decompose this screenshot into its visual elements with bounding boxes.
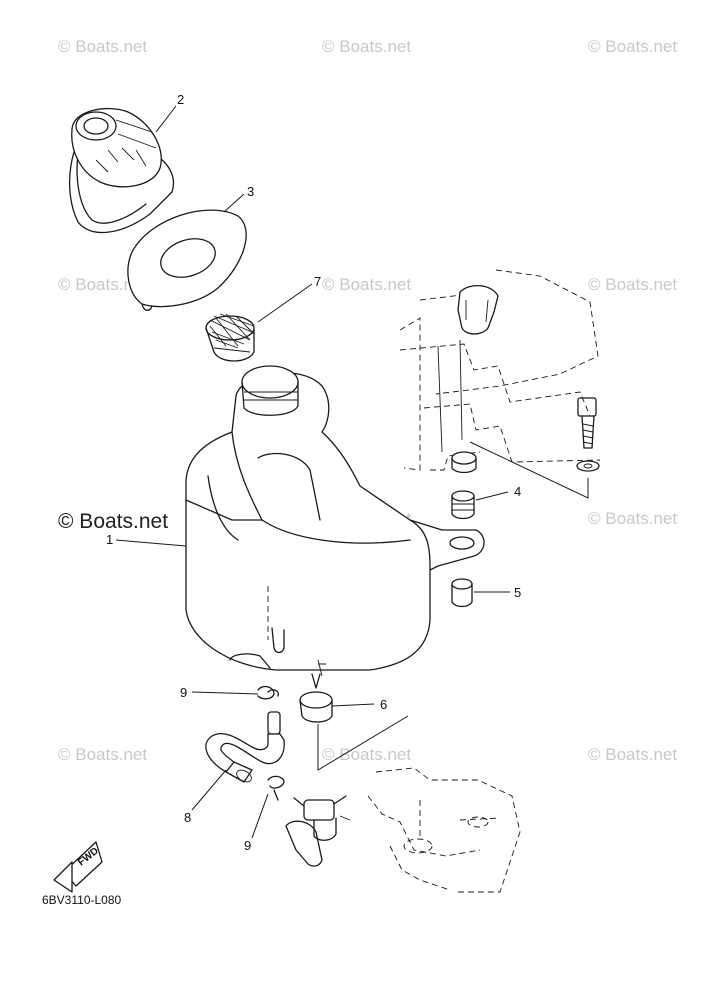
part-strainer bbox=[205, 313, 255, 362]
part-cap bbox=[68, 108, 175, 234]
forward-arrow-icon: FWD bbox=[53, 841, 103, 893]
leader-lines bbox=[115, 105, 510, 839]
callout-4: 4 bbox=[514, 484, 521, 499]
callout-5: 5 bbox=[514, 585, 521, 600]
watermark: © Boats.net bbox=[588, 509, 677, 528]
part-collar bbox=[451, 578, 473, 608]
part-joint bbox=[285, 795, 351, 867]
part-gasket bbox=[127, 209, 247, 311]
part-clip-lower bbox=[267, 775, 285, 801]
callout-6: 6 bbox=[380, 697, 387, 712]
callout-3: 3 bbox=[247, 184, 254, 199]
callout-7: 7 bbox=[314, 274, 321, 289]
part-grommet bbox=[451, 490, 475, 520]
watermark: © Boats.net bbox=[58, 745, 147, 764]
callout-numbers: 2 3 7 1 4 5 6 9 8 9 bbox=[106, 92, 521, 853]
part-bolt bbox=[469, 397, 600, 499]
watermark: © Boats.net bbox=[588, 275, 677, 294]
watermark: © Boats.net bbox=[58, 275, 147, 294]
callout-9-lower: 9 bbox=[244, 838, 251, 853]
main-watermark: © Boats.net bbox=[58, 510, 168, 533]
watermark: © Boats.net bbox=[322, 37, 411, 56]
drawing-code: 6BV3110-L080 bbox=[42, 893, 122, 907]
watermark: © Boats.net bbox=[588, 745, 677, 764]
callout-2: 2 bbox=[177, 92, 184, 107]
watermark: © Boats.net bbox=[322, 275, 411, 294]
callout-1: 1 bbox=[106, 532, 113, 547]
watermark: © Boats.net bbox=[58, 37, 147, 56]
part-hose bbox=[205, 711, 285, 783]
callout-8: 8 bbox=[184, 810, 191, 825]
bracket-outline-lower bbox=[367, 767, 521, 893]
callout-9-upper: 9 bbox=[180, 685, 187, 700]
part-damper bbox=[299, 673, 409, 771]
bracket-outline-upper bbox=[399, 269, 601, 474]
part-oil-tank bbox=[185, 365, 485, 677]
watermark: © Boats.net bbox=[322, 745, 411, 764]
part-clip-upper bbox=[257, 685, 279, 700]
watermark: © Boats.net bbox=[588, 37, 677, 56]
